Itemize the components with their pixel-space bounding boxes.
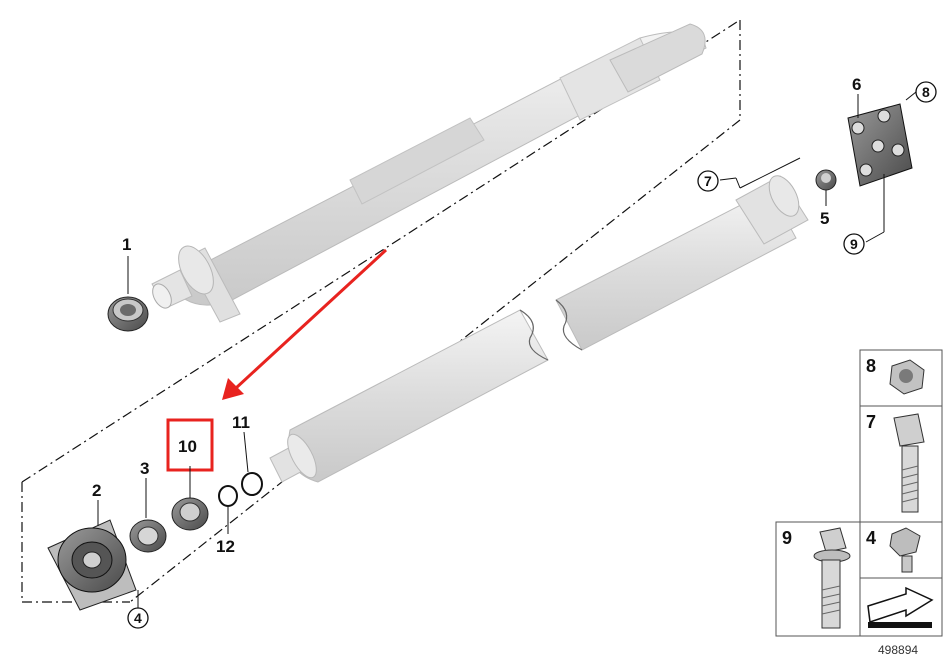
- callout-3: 3: [140, 459, 149, 478]
- bushing-part-5: [815, 169, 837, 191]
- callout-6: 6: [852, 75, 861, 94]
- callout-10: 10: [178, 437, 197, 456]
- reference-number: 498894: [878, 643, 918, 657]
- callout-2: 2: [92, 481, 101, 500]
- flex-disc-part-6: [847, 103, 913, 187]
- callout-7-circled: 7: [697, 170, 719, 192]
- legend-cell-7: 7: [866, 412, 925, 513]
- highlight-arrow: [222, 248, 388, 400]
- svg-text:9: 9: [850, 236, 858, 252]
- o-ring-part-12: [218, 485, 238, 507]
- svg-text:7: 7: [866, 412, 876, 432]
- legend-grid: [775, 349, 943, 637]
- sleeve-part-10: [171, 497, 209, 531]
- svg-text:4: 4: [134, 610, 142, 626]
- svg-text:8: 8: [866, 356, 876, 376]
- hex-nut-part-1: [107, 296, 149, 332]
- rear-propeller-shaft: [269, 175, 809, 483]
- callout-12: 12: [216, 537, 235, 556]
- svg-text:8: 8: [922, 84, 930, 100]
- direction-arrow-icon: [867, 586, 934, 628]
- legend-cell-8: 8: [866, 356, 925, 395]
- legend-cell-9: 9: [782, 527, 851, 629]
- callout-9-circled: 9: [843, 233, 865, 255]
- ring-part-3: [129, 519, 167, 553]
- callout-1: 1: [122, 235, 131, 254]
- center-bearing-part-2: [47, 519, 137, 611]
- svg-text:4: 4: [866, 528, 876, 548]
- o-ring-part-11: [241, 472, 263, 496]
- front-propeller-shaft: [151, 23, 707, 323]
- callout-8-circled: 8: [915, 81, 937, 103]
- callout-4-circled: 4: [127, 607, 149, 629]
- svg-text:9: 9: [782, 528, 792, 548]
- legend-cell-4: 4: [866, 527, 921, 573]
- leader-lines: [97, 91, 917, 608]
- callout-11: 11: [232, 413, 250, 432]
- callout-5: 5: [820, 209, 829, 228]
- svg-text:7: 7: [704, 173, 712, 189]
